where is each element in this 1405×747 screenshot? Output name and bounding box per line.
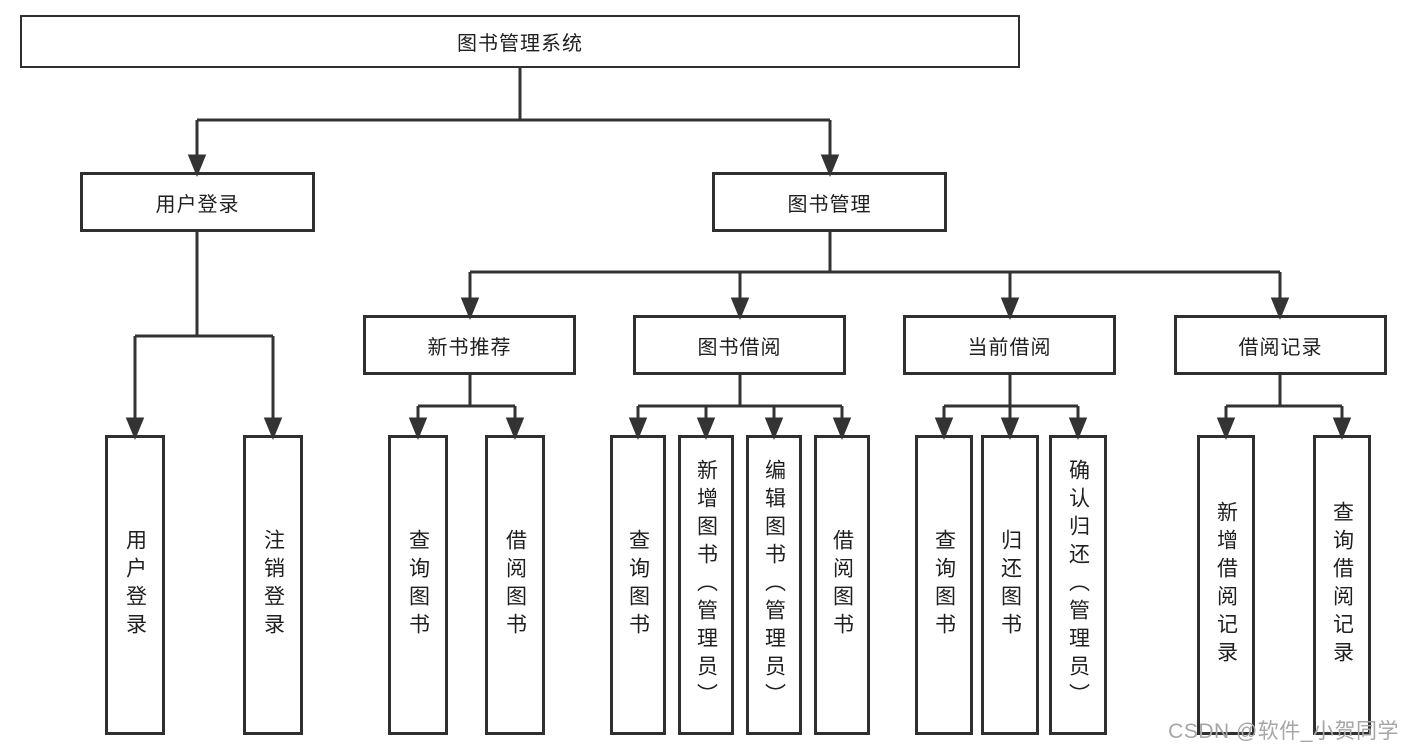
leaf-query-books-borrow: 查询图书: [610, 435, 666, 735]
connector-user-login-to-leaves: [125, 232, 283, 440]
arrowhead-icon: [1332, 417, 1352, 440]
arrowhead-icon: [764, 417, 784, 440]
connector-recommend-to-leaves: [408, 375, 525, 440]
leaf-user-login: 用户登录: [105, 435, 165, 735]
arrowhead-icon: [730, 297, 750, 320]
leaf-label: 编辑图书（管理员）: [762, 459, 786, 711]
arrowhead-icon: [934, 417, 954, 440]
leaf-label: 借阅图书: [503, 529, 527, 641]
node-label: 用户登录: [155, 193, 240, 216]
arrowhead-icon: [1216, 417, 1236, 440]
leaf-borrow-books: 借阅图书: [814, 435, 870, 735]
leaf-label: 新增借阅记录: [1214, 501, 1238, 669]
leaf-return-books: 归还图书: [981, 435, 1039, 735]
arrowhead-icon: [1000, 297, 1020, 320]
arrowhead-icon: [460, 297, 480, 320]
leaf-label: 查询图书: [932, 529, 956, 641]
arrowhead-icon: [1270, 297, 1290, 320]
csdn-watermark: CSDN @软件_小贺同学: [1168, 720, 1399, 743]
node-root-library-system: 图书管理系统: [20, 15, 1020, 68]
arrowhead-icon: [263, 417, 283, 440]
leaf-label: 查询借阅记录: [1330, 501, 1354, 669]
node-label: 新书推荐: [427, 336, 512, 359]
leaf-label: 新增图书（管理员）: [694, 459, 718, 711]
leaf-query-books-current: 查询图书: [915, 435, 973, 735]
leaf-logout: 注销登录: [243, 435, 303, 735]
node-new-book-recommend: 新书推荐: [363, 315, 576, 375]
arrowhead-icon: [187, 154, 207, 177]
leaf-add-books-admin: 新增图书（管理员）: [678, 435, 734, 735]
leaf-label: 注销登录: [261, 529, 285, 641]
leaf-label: 借阅图书: [830, 529, 854, 641]
leaf-query-borrow-record: 查询借阅记录: [1313, 435, 1371, 735]
leaf-edit-books-admin: 编辑图书（管理员）: [746, 435, 802, 735]
node-current-borrow: 当前借阅: [903, 315, 1116, 375]
arrowhead-icon: [125, 417, 145, 440]
arrowhead-icon: [628, 417, 648, 440]
connector-records-to-leaves: [1216, 375, 1352, 440]
leaf-borrow-books-recommend: 借阅图书: [485, 435, 545, 735]
connector-root-to-level2: [187, 68, 840, 177]
connector-borrow-to-leaves: [628, 375, 852, 440]
node-book-borrow: 图书借阅: [633, 315, 846, 375]
arrowhead-icon: [505, 417, 525, 440]
connector-current-to-leaves: [934, 375, 1088, 440]
node-label: 借阅记录: [1238, 336, 1323, 359]
leaf-label: 查询图书: [406, 529, 430, 641]
leaf-label: 查询图书: [626, 529, 650, 641]
leaf-confirm-return-admin: 确认归还（管理员）: [1049, 435, 1107, 735]
arrowhead-icon: [1068, 417, 1088, 440]
connector-book-mgmt-to-level3: [460, 232, 1290, 320]
leaf-label: 归还图书: [998, 529, 1022, 641]
node-book-management: 图书管理: [712, 172, 947, 232]
node-borrow-records: 借阅记录: [1174, 315, 1387, 375]
node-label: 当前借阅: [967, 336, 1052, 359]
leaf-query-books-recommend: 查询图书: [388, 435, 448, 735]
leaf-add-borrow-record: 新增借阅记录: [1197, 435, 1255, 735]
node-user-login: 用户登录: [80, 172, 315, 232]
node-label: 图书借阅: [697, 336, 782, 359]
leaf-label: 确认归还（管理员）: [1066, 459, 1090, 711]
arrowhead-icon: [820, 154, 840, 177]
arrowhead-icon: [1000, 417, 1020, 440]
leaf-label: 用户登录: [123, 529, 147, 641]
arrowhead-icon: [408, 417, 428, 440]
arrowhead-icon: [696, 417, 716, 440]
node-label: 图书管理: [787, 193, 872, 216]
node-label: 图书管理系统: [457, 33, 583, 55]
arrowhead-icon: [832, 417, 852, 440]
